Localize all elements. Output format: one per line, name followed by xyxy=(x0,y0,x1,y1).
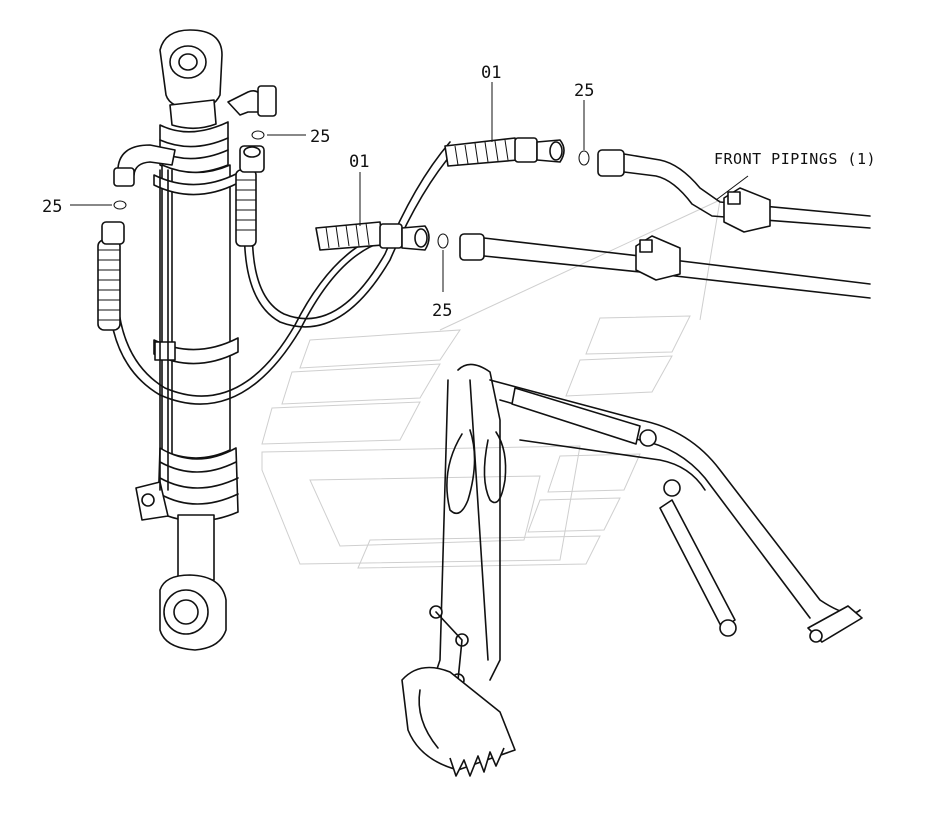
cylinder-elbow-fittings xyxy=(113,85,277,187)
callout-25-lower: 25 xyxy=(432,301,452,321)
diagram-title: FRONT PIPINGS (1) xyxy=(714,150,876,168)
callout-25-upper-cylinder: 25 xyxy=(310,127,330,147)
callout-leaders xyxy=(70,82,585,292)
callout-01-lower: 01 xyxy=(349,152,369,172)
title-leader-line xyxy=(715,175,749,201)
front-pipe-upper xyxy=(597,149,871,233)
hose-right-middle xyxy=(235,141,456,328)
excavator-front xyxy=(401,363,863,777)
callout-25-top-right: 25 xyxy=(574,81,594,101)
hose-01-upper xyxy=(444,137,565,167)
front-pipe-lower xyxy=(459,233,871,299)
hose-01-lower xyxy=(315,221,430,251)
boom-cylinder xyxy=(135,29,239,651)
callout-01-upper: 01 xyxy=(481,63,501,83)
hose-left-long xyxy=(97,221,391,405)
watermark-logo xyxy=(261,199,721,569)
o-rings xyxy=(113,130,590,249)
callout-25-left: 25 xyxy=(42,197,62,217)
